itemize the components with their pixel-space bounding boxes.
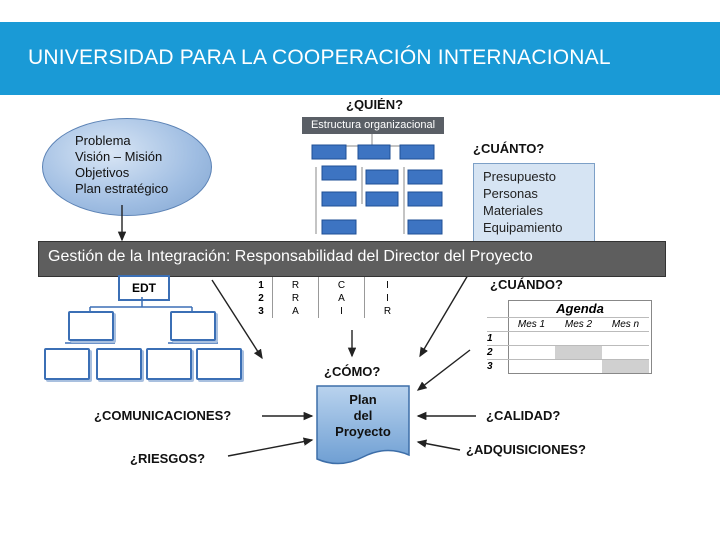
agenda-cell — [555, 331, 602, 346]
communications-label: ¿COMUNICACIONES? — [94, 408, 232, 423]
project-plan-document — [316, 385, 410, 465]
agenda-cell — [602, 345, 649, 360]
edt-node — [170, 311, 216, 341]
agenda-row: 3 — [487, 359, 649, 373]
matrix-cell: I — [318, 305, 365, 318]
agenda-cell — [602, 331, 649, 346]
matrix-cell: I — [364, 292, 410, 305]
edt-node — [146, 348, 192, 380]
agenda-row-number: 3 — [487, 359, 508, 373]
agenda-header: Mes n — [602, 317, 649, 332]
scope-ellipse — [42, 118, 212, 216]
resource-item: Presupuesto — [483, 169, 556, 184]
agenda-row: 2 — [487, 345, 649, 360]
matrix-row: 1 R C I — [250, 279, 410, 292]
how-label: ¿CÓMO? — [324, 364, 381, 379]
when-label: ¿CUÁNDO? — [490, 277, 563, 292]
edt-box: EDT — [118, 275, 170, 301]
matrix-cell: A — [272, 305, 319, 318]
edt-node — [96, 348, 142, 380]
matrix-cell: 2 — [258, 293, 264, 304]
arrow-procurement — [416, 439, 461, 451]
agenda-header-row: Mes 1 Mes 2 Mes n — [487, 317, 649, 332]
resource-item: Materiales — [483, 203, 543, 218]
org-boxes — [311, 144, 443, 235]
agenda-cell-filled — [555, 345, 602, 360]
agenda-cell — [555, 359, 602, 373]
project-plan-label: Plan del Proyecto — [318, 392, 408, 440]
agenda-row-number: 2 — [487, 345, 508, 360]
matrix-cell: A — [318, 292, 365, 305]
agenda-cell — [508, 359, 555, 373]
edt-node — [68, 311, 114, 341]
plan-line: Proyecto — [335, 424, 391, 439]
scope-items: Problema Visión – Misión Objetivos Plan … — [75, 133, 168, 197]
quality-label: ¿CALIDAD? — [486, 408, 561, 423]
integration-banner-text: Gestión de la Integración: Responsabilid… — [48, 248, 533, 265]
header-banner — [0, 22, 720, 95]
edt-connectors — [65, 297, 218, 344]
scope-item: Problema — [75, 133, 131, 148]
risks-label: ¿RIESGOS? — [130, 451, 206, 466]
agenda-row-number: 1 — [487, 331, 508, 346]
matrix-cell: R — [272, 279, 319, 292]
resource-item: Equipamiento — [483, 220, 563, 235]
org-structure-title: Estructura organizacional — [302, 117, 444, 134]
scope-item: Visión – Misión — [75, 149, 163, 164]
agenda-cell — [487, 317, 508, 332]
arrow-risks — [227, 437, 314, 457]
agenda-table: Mes 1 Mes 2 Mes n 1 2 3 — [487, 317, 649, 373]
how-much-label: ¿CUÁNTO? — [473, 141, 545, 156]
integration-banner — [38, 241, 666, 277]
matrix-cell: R — [364, 305, 410, 318]
agenda-title: Agenda — [556, 301, 604, 316]
agenda-header: Mes 1 — [508, 317, 555, 332]
agenda-header: Mes 2 — [555, 317, 602, 332]
arrow-edt-to-how — [211, 279, 263, 360]
resources-list: Presupuesto Personas Materiales Equipami… — [483, 168, 563, 236]
agenda-cell — [508, 345, 555, 360]
plan-line: del — [353, 408, 373, 423]
university-title: UNIVERSIDAD PARA LA COOPERACIÓN INTERNAC… — [28, 46, 611, 69]
who-label: ¿QUIÉN? — [346, 98, 404, 111]
scope-item: Objetivos — [75, 165, 130, 180]
agenda-cell-filled — [602, 359, 649, 373]
matrix-cell: I — [364, 279, 410, 292]
org-chart — [311, 134, 443, 235]
plan-line: Plan — [349, 392, 377, 407]
matrix-cell: C — [318, 279, 365, 292]
agenda-row: 1 — [487, 331, 649, 346]
procurement-label: ¿ADQUISICIONES? — [466, 442, 586, 457]
arrow-agenda-to-how — [416, 349, 471, 391]
agenda-cell — [508, 331, 555, 346]
scope-item: Plan estratégico — [75, 181, 169, 196]
matrix-cell: 1 — [258, 280, 264, 291]
arrow-resources-to-how — [419, 274, 469, 358]
matrix-row: 3 A I R — [250, 305, 410, 318]
edt-node — [44, 348, 90, 380]
matrix-cell: R — [272, 292, 319, 305]
matrix-row: 2 R A I — [250, 292, 410, 305]
matrix-cell: 3 — [258, 306, 264, 317]
resource-item: Personas — [483, 186, 538, 201]
edt-node — [196, 348, 242, 380]
